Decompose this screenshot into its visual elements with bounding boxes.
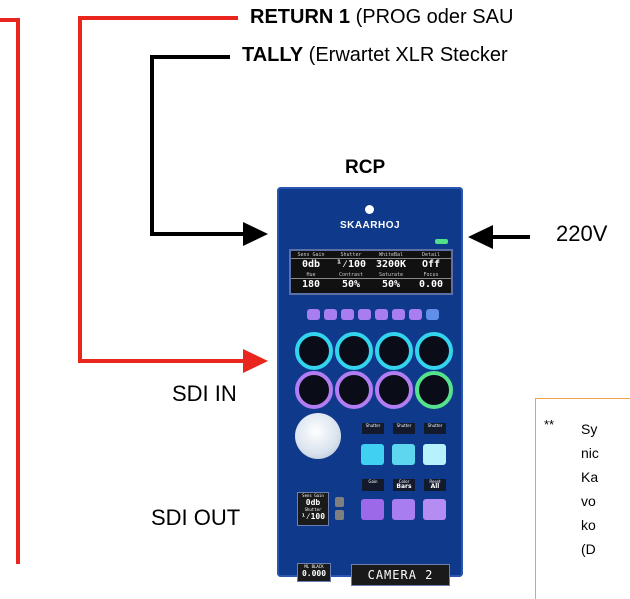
knob[interactable] (295, 371, 333, 409)
sdi-in-label: SDI IN (172, 381, 237, 406)
sdi-out-label: SDI OUT (151, 505, 241, 530)
knob[interactable] (375, 332, 413, 370)
mini-display: Gain (362, 479, 384, 491)
brand-logo: SKAARHOJ (339, 220, 401, 231)
mini-display: Shutter (424, 423, 446, 434)
joystick[interactable] (295, 413, 341, 459)
pad-button[interactable] (375, 309, 388, 320)
footnote-box: ** Sy nic Ka vo ko (D (535, 398, 630, 599)
pad-button[interactable] (426, 309, 439, 320)
pad-button[interactable] (392, 309, 405, 320)
purple-button[interactable] (423, 499, 446, 520)
tally-wire (150, 55, 245, 236)
knob[interactable] (335, 332, 373, 370)
mini-display: Shutter (393, 423, 415, 434)
gain-shutter-display: Sens Gain 0db Shutter ¹⁄100 (297, 492, 329, 526)
tally-note: (Erwartet XLR Stecker (303, 44, 508, 66)
mini-display: Shutter (362, 423, 384, 434)
pad-button[interactable] (409, 309, 422, 320)
purple-button[interactable] (361, 499, 384, 520)
pad-button[interactable] (341, 309, 354, 320)
footnote-text: Sy nic Ka vo ko (D (581, 421, 599, 557)
square-button[interactable] (335, 510, 344, 520)
tally-title: TALLY (242, 44, 304, 66)
power-arrowhead (468, 225, 493, 249)
return1-label: RETURN 1 (PROG oder SAU (250, 6, 513, 29)
return1-arrowhead (243, 349, 268, 373)
pad-button[interactable] (307, 309, 320, 320)
square-button[interactable] (335, 497, 344, 507)
logo-dot (365, 205, 374, 214)
footnote-marker: ** (544, 417, 555, 432)
knob[interactable] (335, 371, 373, 409)
return1-wire (78, 16, 245, 363)
cyan-button[interactable] (392, 444, 415, 465)
knob[interactable] (415, 332, 453, 370)
cyan-button[interactable] (423, 444, 446, 465)
purple-button[interactable] (392, 499, 415, 520)
status-led (435, 239, 448, 244)
rcp-label: RCP (345, 157, 386, 178)
camera-display: CAMERA 2 (351, 564, 450, 586)
sdi-out-wire (0, 18, 20, 564)
return1-note: (PROG oder SAU (350, 6, 514, 28)
pad-button[interactable] (324, 309, 337, 320)
wiring-diagram (0, 16, 530, 564)
knob[interactable] (375, 371, 413, 409)
return1-title: RETURN 1 (250, 6, 351, 28)
tally-arrowhead (243, 222, 268, 246)
pad-button[interactable] (358, 309, 371, 320)
power-label: 220V (556, 221, 608, 246)
cyan-button[interactable] (361, 444, 384, 465)
black-level-display: ML BLACK 0.000 (297, 563, 331, 582)
knob[interactable] (415, 371, 453, 409)
knob[interactable] (295, 332, 333, 370)
tally-label: TALLY (Erwartet XLR Stecker (242, 44, 508, 67)
